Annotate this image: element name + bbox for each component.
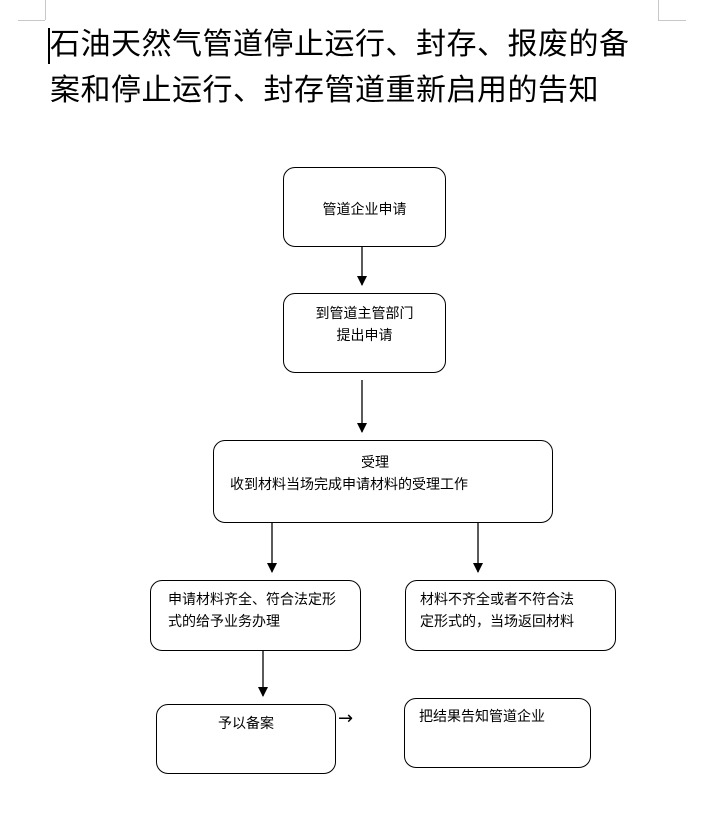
node-notify-enterprise[interactable]: 把结果告知管道企业 [404,698,591,768]
node-accept-heading: 受理 [361,455,389,471]
node-complete-line-2: 式的给予业务办理 [168,614,280,630]
page-corner-mark-right [658,0,659,20]
node-accept[interactable]: 受理 收到材料当场完成申请材料的受理工作 [213,440,553,523]
node-enterprise-apply[interactable]: 管道企业申请 [283,167,446,247]
node-enterprise-apply-text: 管道企业申请 [322,202,407,218]
title-line-1: 石油天然气管道停止运行、封存、报废的备 [50,27,630,62]
node-submit-line-2: 提出申请 [336,328,393,344]
node-record[interactable]: 予以备案 [156,704,336,774]
right-arrow-glyph: → [338,708,354,729]
node-incomplete-line-2: 定形式的，当场返回材料 [420,614,574,630]
document-title[interactable]: 石油天然气管道停止运行、封存、报废的备 案和停止运行、封存管道重新启用的告知 [50,22,690,114]
node-complete-line-1: 申请材料齐全、符合法定形 [168,592,336,608]
node-record-text: 予以备案 [218,716,274,732]
node-accept-description: 收到材料当场完成申请材料的受理工作 [230,477,468,493]
node-materials-complete[interactable]: 申请材料齐全、符合法定形 式的给予业务办理 [150,580,361,651]
title-line-2: 案和停止运行、封存管道重新启用的告知 [50,73,599,108]
node-materials-incomplete[interactable]: 材料不齐全或者不符合法 定形式的，当场返回材料 [405,580,616,651]
node-submit-line-1: 到管道主管部门 [315,306,414,322]
text-cursor [48,28,50,64]
page-corner-mark-right-horizontal [658,20,686,21]
node-incomplete-line-1: 材料不齐全或者不符合法 [420,592,574,608]
node-submit-to-authority[interactable]: 到管道主管部门 提出申请 [283,293,446,373]
page-corner-mark-left-horizontal [18,20,45,21]
node-notify-text: 把结果告知管道企业 [419,709,545,725]
page-corner-mark-left [45,0,46,20]
